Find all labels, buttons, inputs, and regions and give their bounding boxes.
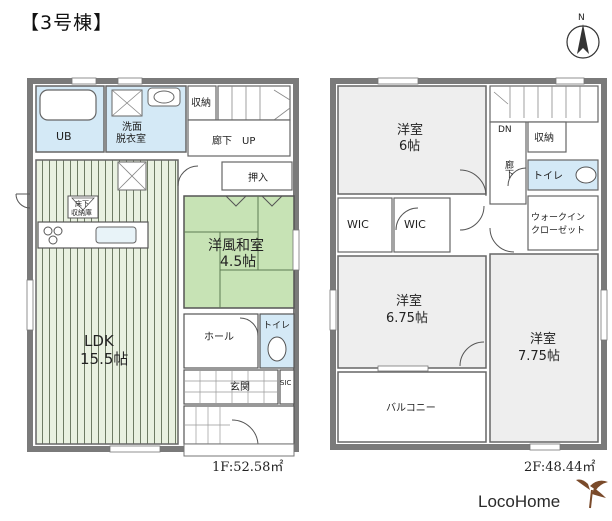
- porch-step: [183, 443, 295, 457]
- stair-treads-2f: [493, 86, 581, 118]
- label-underfloor-2: 収納庫: [71, 208, 92, 217]
- label-entrance: 玄関: [230, 380, 250, 393]
- label-hall: ホール: [204, 331, 234, 343]
- label-room3-1: 洋室: [530, 331, 556, 347]
- stairs-2f: [489, 85, 599, 123]
- floor1-labels: UB 洗面 脱衣室 収納 廊下 UP 押入 床下 収納庫 洋風和室 4.5帖 L…: [56, 96, 292, 393]
- closet: [221, 161, 293, 191]
- wic-b: [393, 197, 451, 253]
- kitchen-sink: [95, 226, 137, 244]
- room1-2f: [337, 85, 487, 195]
- floor2-labels: 洋室 6帖 DN 収納 廊下 トイレ ウォークイン クローゼット WIC WIC…: [347, 122, 585, 414]
- label-ub: UB: [56, 130, 72, 143]
- japanese-room: [183, 195, 295, 309]
- label-room2-1: 洋室: [396, 293, 422, 309]
- hall-1f: [183, 313, 259, 369]
- brand-logo: LocoHome: [478, 492, 561, 511]
- label-japanese-1: 洋風和室: [208, 237, 264, 254]
- storage-1f: [187, 85, 217, 121]
- porch-tiles: [184, 406, 230, 444]
- compass-icon: N: [566, 13, 600, 59]
- label-ldk-1: LDK: [84, 332, 115, 350]
- storage-2f: [527, 121, 567, 153]
- walkin-closet: [527, 195, 599, 251]
- compass-north-label: N: [578, 13, 585, 23]
- label-walkin-1: ウォークイン: [531, 212, 585, 223]
- entrance-tiles: [184, 370, 278, 404]
- floor2-area: 2F:48.44㎡: [524, 460, 596, 475]
- label-room1-1: 洋室: [397, 122, 423, 138]
- floor1-area: 1F:52.58㎡: [212, 460, 284, 475]
- palm-logo-icon: [576, 479, 608, 509]
- page-title: 【3号棟】: [20, 12, 114, 34]
- bathtub: [39, 89, 97, 121]
- hallway-1f: [187, 119, 291, 157]
- ldk-room: [35, 159, 179, 445]
- label-closet: 押入: [248, 171, 268, 184]
- label-ldk-2: 15.5帖: [80, 350, 128, 368]
- label-sic: SIC: [280, 379, 292, 387]
- label-balcony: バルコニー: [386, 402, 436, 414]
- label-wash-2: 脱衣室: [116, 132, 146, 145]
- label-up: UP: [242, 136, 255, 147]
- label-walkin-2: クローゼット: [531, 224, 585, 236]
- tatami-lines: [184, 196, 294, 308]
- label-room1-2: 6帖: [399, 139, 420, 154]
- room3-2f: [489, 253, 599, 443]
- label-wic-b: WIC: [404, 218, 426, 231]
- label-toilet-1f: トイレ: [263, 321, 290, 331]
- label-wash-1: 洗面: [122, 121, 142, 133]
- label-storage-1f: 収納: [191, 96, 211, 109]
- hallway-2f: [489, 121, 527, 205]
- label-room2-2: 6.75帖: [386, 311, 428, 326]
- room2-2f: [337, 255, 487, 369]
- label-hallway-1f: 廊下: [212, 134, 232, 147]
- label-toilet-2f: トイレ: [533, 171, 563, 182]
- stairs-1f: [217, 85, 291, 121]
- floor1-plan: [15, 77, 300, 457]
- label-storage-2f: 収納: [534, 131, 554, 144]
- balcony: [337, 371, 487, 443]
- label-underfloor-1: 床下: [75, 199, 89, 208]
- label-hallway-2f: 廊下: [503, 159, 514, 179]
- shoe-closet: [279, 369, 295, 405]
- label-japanese-2: 4.5帖: [220, 254, 256, 270]
- wic-a: [337, 197, 393, 253]
- floor2-plan: [329, 77, 608, 451]
- label-room3-2: 7.75帖: [518, 349, 560, 364]
- label-wic-a: WIC: [347, 218, 369, 231]
- label-dn: DN: [498, 125, 512, 135]
